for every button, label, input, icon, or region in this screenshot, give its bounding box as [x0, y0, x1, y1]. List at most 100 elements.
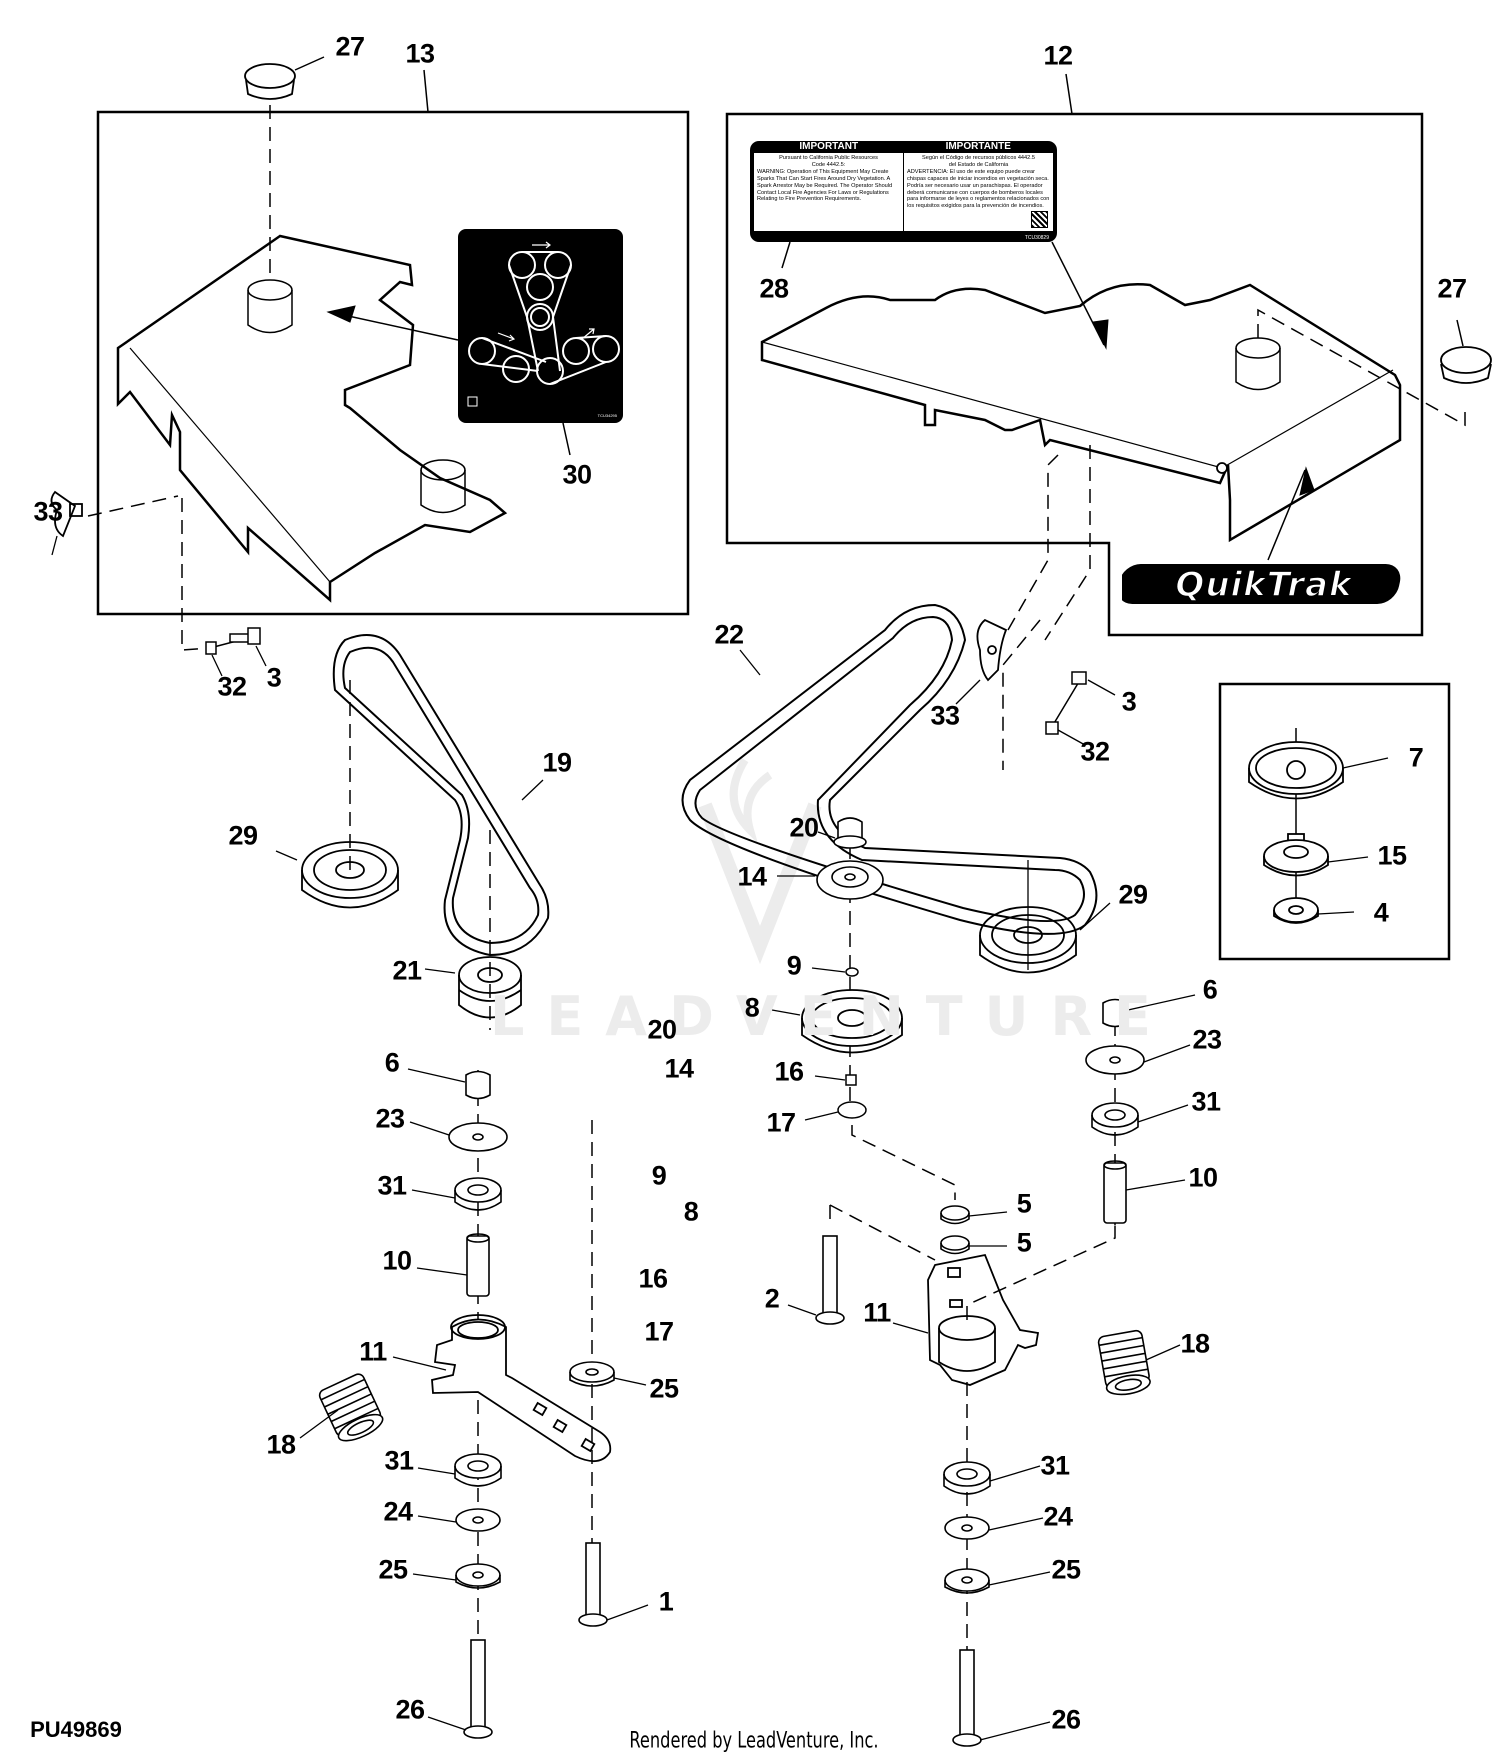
callout-1: 1: [658, 1586, 674, 1617]
callout-6: 6: [1202, 974, 1218, 1005]
wing-knob-icon: [50, 490, 83, 556]
dash-10-link: [966, 1225, 1116, 1320]
spark-warning-label: IMPORTANT IMPORTANTE Pursuant to Califor…: [750, 141, 1057, 242]
label-en-intro-1: Pursuant to California Public Resources: [779, 155, 878, 161]
callout-20: 20: [647, 1014, 677, 1045]
double-sheave: [424, 956, 522, 1019]
callout-31: 31: [1191, 1086, 1221, 1117]
callout-19: 19: [542, 747, 572, 778]
callout-31: 31: [1040, 1450, 1070, 1481]
logo-arrow-head: [1299, 466, 1315, 496]
shield-boss: [1235, 337, 1281, 391]
callout-26: 26: [1051, 1704, 1081, 1735]
label-header-en: IMPORTANT: [799, 141, 859, 152]
callout-8: 8: [683, 1196, 699, 1227]
idler-pulley-icon: [771, 989, 903, 1054]
callout-2: 2: [764, 1283, 780, 1314]
callout-27: 27: [335, 31, 365, 62]
label-en-body: WARNING: Operation of This Equipment May…: [757, 168, 893, 203]
right-shield-box: [725, 112, 1424, 637]
callout-23: 23: [1192, 1024, 1222, 1055]
callout-15: 15: [1377, 840, 1407, 871]
spacer-tube-icon: [416, 1233, 490, 1297]
wing-knob-icon: [955, 618, 1008, 705]
washer-icon: [412, 1563, 501, 1589]
callout-33: 33: [930, 700, 960, 731]
retainer-icon: [811, 967, 859, 977]
plug-cap-icon: [1440, 319, 1492, 384]
callout-10: 10: [1188, 1162, 1218, 1193]
callout-27: 27: [1437, 273, 1467, 304]
quiktrak-logo: QuikTrak: [1122, 564, 1401, 606]
washer-icon: [409, 1121, 508, 1152]
decal-code: TCU34295: [597, 413, 617, 418]
label-arrow-head: [1092, 319, 1109, 350]
arrow-30-head: [326, 305, 356, 323]
washer-icon: [940, 1235, 1007, 1255]
rendered-by-footer: Rendered by LeadVenture, Inc.: [629, 1728, 879, 1754]
callout-5: 5: [1016, 1227, 1032, 1258]
callout-29: 29: [1118, 879, 1148, 910]
washer-icon: [944, 1516, 1044, 1540]
callout-9: 9: [786, 950, 802, 981]
spring-icon: [1097, 1329, 1181, 1396]
callout-23: 23: [375, 1103, 405, 1134]
watermark-text: LEADVENTURE: [490, 985, 1173, 1048]
washer-icon: [417, 1508, 501, 1532]
callout-31: 31: [384, 1445, 414, 1476]
callout-31: 31: [377, 1170, 407, 1201]
right-belt-shield: [760, 283, 1402, 543]
leader-13: [423, 69, 429, 113]
callout-16: 16: [638, 1263, 668, 1294]
flange-nut-icon: [817, 817, 867, 849]
dash-33-left: [87, 495, 179, 517]
dash-27-right: [1257, 308, 1466, 427]
callout-3: 3: [266, 662, 282, 693]
callout-25: 25: [378, 1554, 408, 1585]
callout-25: 25: [649, 1373, 679, 1404]
callout-11: 11: [863, 1297, 891, 1328]
label-es-intro-1: Según el Código de recursos públicos 444…: [922, 155, 1035, 161]
callout-18: 18: [1180, 1328, 1210, 1359]
drive-belt-19: [332, 634, 550, 957]
spindle-sheave-right: [979, 902, 1111, 974]
callout-22: 22: [714, 619, 744, 650]
callout-17: 17: [644, 1316, 674, 1347]
leader-30: [562, 422, 571, 456]
callout-13: 13: [405, 38, 435, 69]
bushing-icon: [1263, 833, 1369, 877]
spring-icon: [299, 1373, 384, 1442]
leader-28: [781, 241, 791, 269]
idler-arm-left: [392, 1314, 612, 1462]
dash-5-link: [851, 1125, 956, 1200]
callout-10: 10: [382, 1245, 412, 1276]
callout-32: 32: [1080, 736, 1110, 767]
bolt-icon: [952, 1649, 1051, 1747]
dust-shield-icon: [777, 860, 884, 900]
callout-3: 3: [1121, 686, 1137, 717]
dash-33-right: [1007, 445, 1091, 641]
cap-screw-nut-icon: [1045, 671, 1116, 746]
watermark-logo-icon: [698, 757, 822, 965]
leader-22: [739, 649, 761, 676]
callout-29: 29: [228, 820, 258, 851]
label-code: TCU30829: [1024, 235, 1049, 241]
idler-pulley-icon: [1248, 741, 1389, 800]
callout-5: 5: [1016, 1188, 1032, 1219]
callout-33: 33: [33, 496, 63, 527]
washer-icon: [944, 1568, 1051, 1594]
callout-7: 7: [1408, 742, 1424, 773]
callout-26: 26: [395, 1694, 425, 1725]
callout-4: 4: [1373, 897, 1389, 928]
spacer-icon: [814, 1074, 857, 1086]
label-es-body: ADVERTENCIA: El uso de este equipo puede…: [907, 168, 1050, 210]
washer-icon: [940, 1205, 1008, 1225]
logo-arrow: [1267, 469, 1306, 561]
washer-icon: [1085, 1044, 1191, 1075]
drive-belt-22: [681, 603, 1098, 935]
belt-routing-decal: TCU34295: [458, 229, 623, 423]
callout-21: 21: [392, 955, 422, 986]
callout-30: 30: [562, 459, 592, 490]
left-belt-shield: [116, 234, 508, 603]
